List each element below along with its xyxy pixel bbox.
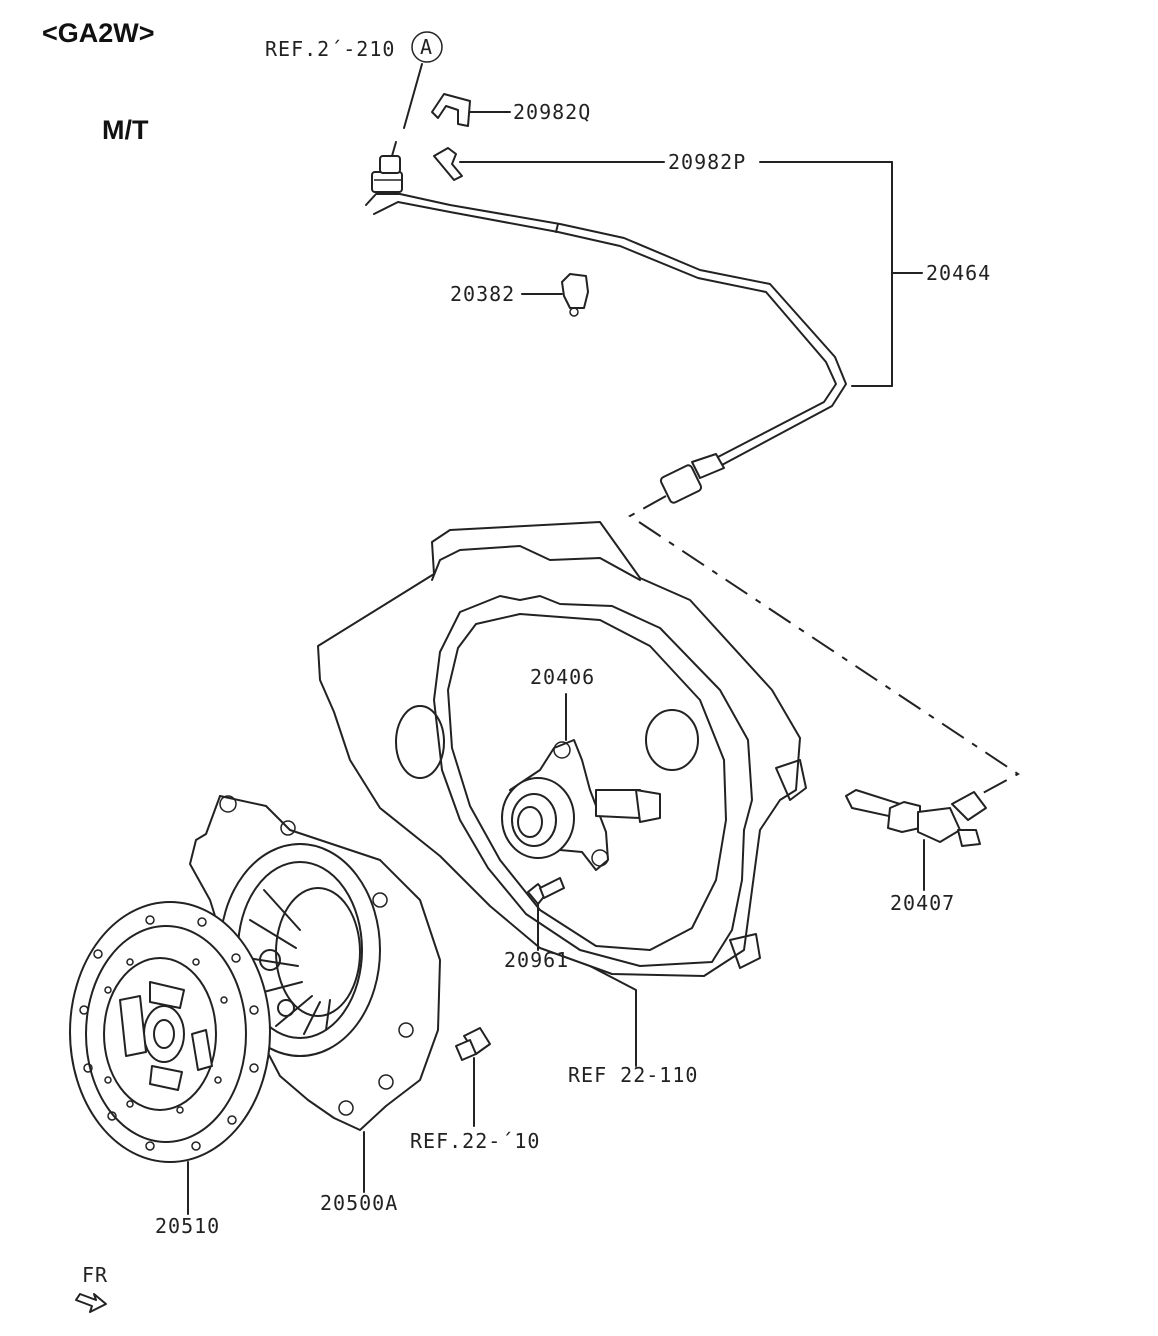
clutch-disc-20510 <box>69 901 271 1163</box>
label-20982q: 20982Q <box>513 100 591 124</box>
label-20500a: 20500A <box>320 1191 398 1215</box>
label-ref-22-110-b: REF.22-´10 <box>410 1129 540 1153</box>
label-20464: 20464 <box>926 261 991 285</box>
label-20510: 20510 <box>155 1214 220 1238</box>
label-20382: 20382 <box>450 282 515 306</box>
clip-20382 <box>561 273 589 309</box>
label-20961: 20961 <box>504 948 569 972</box>
callout-a-circle <box>411 31 443 63</box>
callout-a-label: A <box>420 35 433 59</box>
label-20982p: 20982P <box>668 150 746 174</box>
release-bearing-20406 <box>501 739 661 871</box>
ref-21-210-label: REF.2´-210 <box>265 37 395 61</box>
leader-ref-21-210 <box>403 63 423 129</box>
clutch-damper-20407 <box>845 789 987 847</box>
clip-20982p <box>433 147 463 181</box>
label-20407: 20407 <box>890 891 955 915</box>
leader-ref-22-110-a <box>589 965 637 1067</box>
label-ref-22-110-a: REF 22-110 <box>568 1063 698 1087</box>
transmission-type: M/T <box>102 115 149 145</box>
model-code: <GA2W> <box>42 18 155 48</box>
label-20406: 20406 <box>530 665 595 689</box>
front-arrow-icon <box>75 1293 107 1313</box>
hose-route-line <box>628 495 1020 801</box>
front-marker-label: FR <box>82 1263 108 1287</box>
clutch-tube-20464 <box>365 141 847 504</box>
bolt-20961 <box>527 877 565 905</box>
clip-20982q <box>431 93 471 127</box>
transaxle-housing <box>317 521 807 977</box>
cover-bolt <box>455 1027 491 1061</box>
